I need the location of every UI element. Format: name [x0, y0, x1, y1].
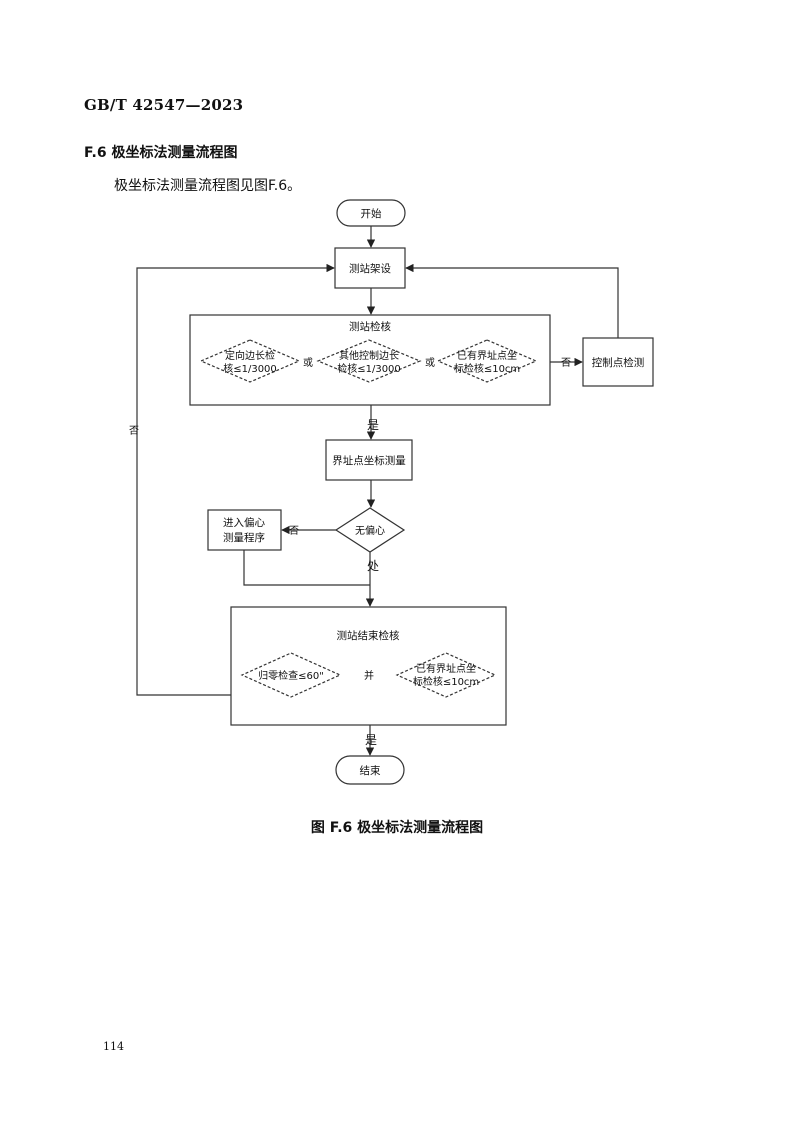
yes-label-2: 是	[365, 733, 377, 747]
end-cond2-line2: 标检核≤10cm	[413, 675, 479, 688]
station-check-box	[189, 314, 551, 406]
end-label: 结束	[360, 764, 381, 777]
end-check-box	[230, 606, 507, 726]
end-and: 并	[364, 669, 374, 682]
start-label: 开始	[361, 207, 382, 220]
station-check-title: 测站检核	[349, 320, 391, 333]
station-setup-label: 测站架设	[349, 262, 391, 275]
standard-code: GB/T 42547—2023	[84, 96, 244, 114]
arrow-eccentric-return	[243, 550, 370, 586]
end-check-title: 测站结束检核	[337, 629, 400, 642]
check-cond1-diamond	[199, 339, 301, 383]
yes-label-eccentric: 处	[367, 559, 379, 573]
figure-caption: 图 F.6 极坐标法测量流程图	[310, 820, 484, 836]
eccentric-procedure-line2: 测量程序	[223, 531, 265, 544]
control-point-label: 控制点检测	[592, 356, 645, 369]
boundary-measure-box	[325, 439, 413, 481]
arrow-endcheck-setup	[136, 263, 335, 696]
no-eccentric-label: 无偏心	[355, 524, 385, 537]
eccentric-procedure-box	[207, 509, 282, 551]
check-cond3-diamond	[436, 339, 538, 383]
check-cond3-line2: 标检核≤10cm	[454, 362, 520, 375]
no-label-right: 否	[561, 357, 571, 369]
station-setup-box	[334, 247, 406, 289]
end-cond1: 归零检查≤60"	[258, 669, 324, 682]
arrow-control-setup	[405, 263, 619, 338]
check-cond1-line2: 核≤1/3000	[223, 362, 277, 375]
end-cond1-diamond	[240, 652, 342, 698]
eccentric-procedure-line1: 进入偏心	[223, 516, 265, 529]
check-cond2-line2: 检核≤1/3000	[337, 362, 401, 375]
check-or1: 或	[303, 357, 313, 369]
check-cond1-line1: 定向边长检	[225, 349, 275, 362]
check-or2: 或	[425, 357, 435, 369]
intro-paragraph: 极坐标法测量流程图见图F.6。	[114, 178, 302, 194]
end-terminal	[335, 755, 405, 785]
end-cond2-line1: 已有界址点坐	[416, 662, 476, 675]
check-cond2-diamond	[316, 339, 422, 383]
boundary-measure-label: 界址点坐标测量	[332, 454, 406, 467]
end-cond2-diamond	[395, 652, 497, 698]
no-label-left: 否	[129, 425, 139, 437]
check-cond2-line1: 其他控制边长	[339, 349, 399, 362]
no-label-eccentric: 否	[289, 525, 299, 537]
section-title: F.6 极坐标法测量流程图	[84, 145, 238, 161]
yes-label-1: 是	[367, 418, 379, 432]
check-cond3-line1: 已有界址点坐	[457, 349, 517, 362]
page-number: 114	[103, 1040, 124, 1053]
